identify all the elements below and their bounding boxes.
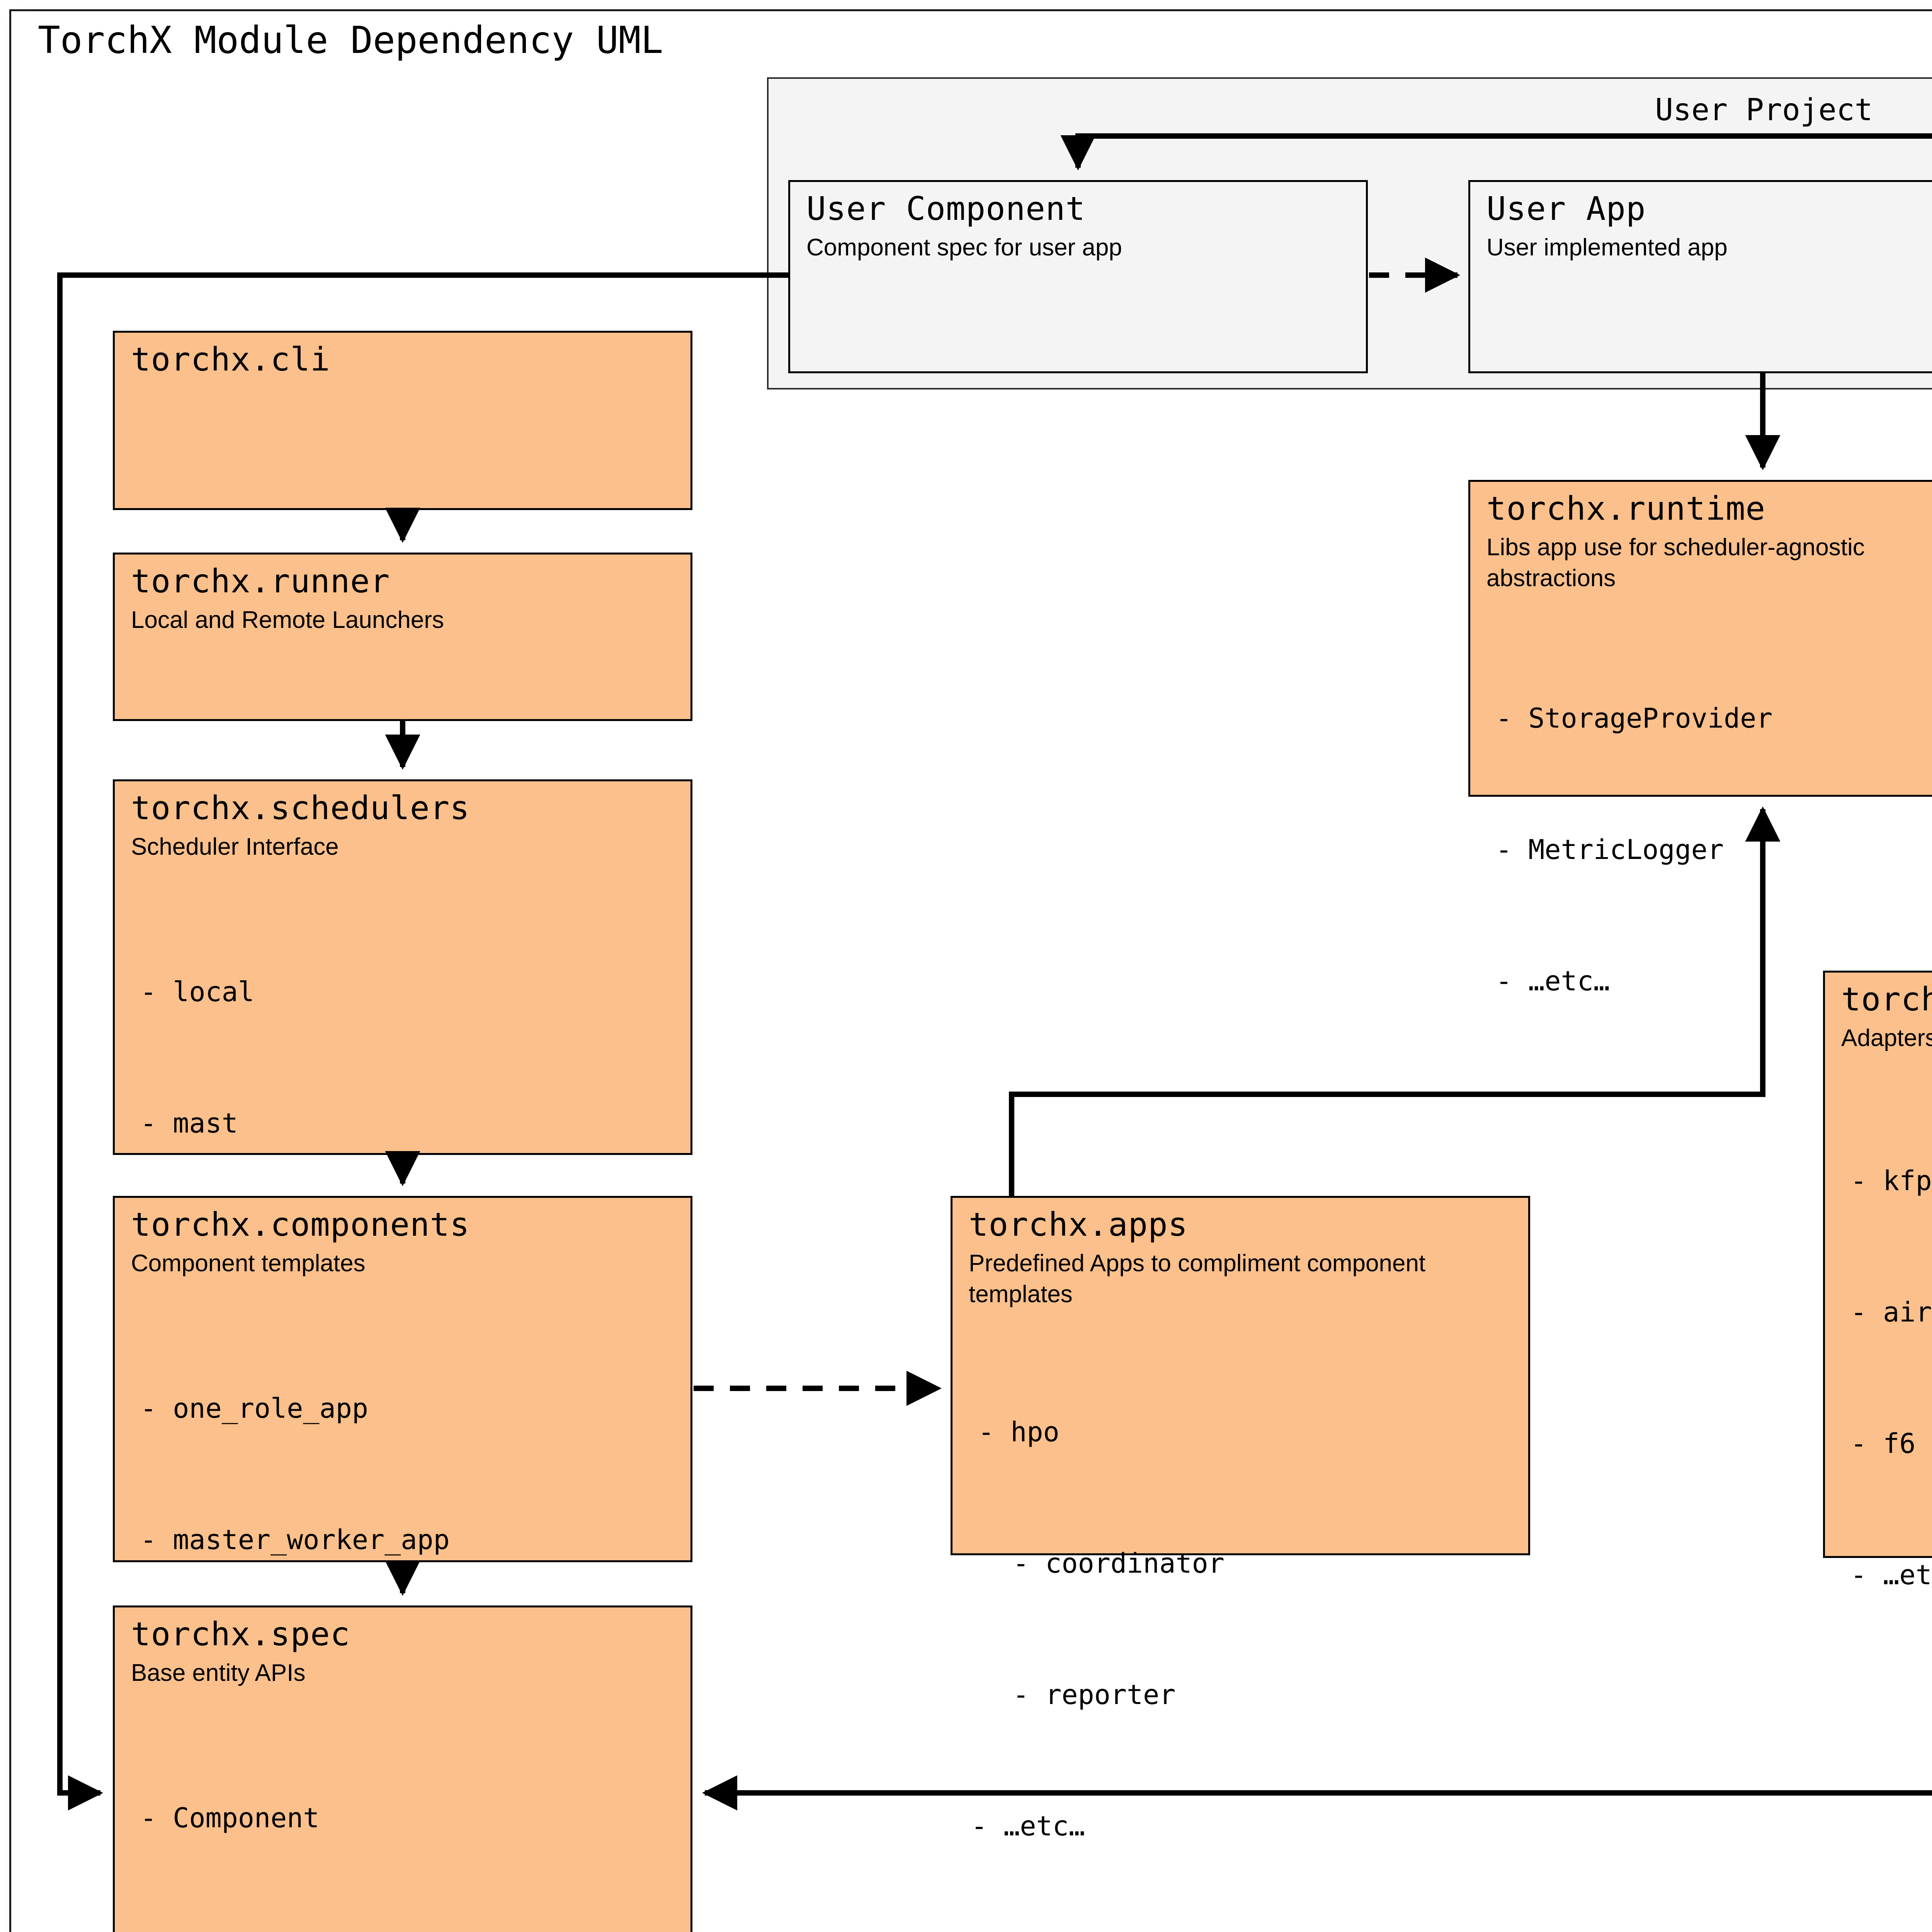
page-title: TorchX Module Dependency UML	[38, 19, 663, 62]
list-item: - master_worker_app	[140, 1524, 450, 1556]
node-user-component[interactable]: User Component Component spec for user a…	[788, 180, 1368, 373]
node-torchx-schedulers[interactable]: torchx.schedulers Scheduler Interface - …	[113, 779, 692, 1533]
list-item: - …etc…	[971, 1810, 1085, 1842]
list-item: - f6	[1850, 1427, 1916, 1459]
node-subtitle: Component spec for user app	[806, 234, 1122, 261]
list-item: - airflow	[1850, 1296, 1932, 1328]
node-item-list: - kfp - airflow - f6 - …etc…	[1841, 1071, 1932, 1685]
node-subtitle: Adapters to Pipeline Platforms	[1841, 1025, 1932, 1052]
node-torchx-runner[interactable]: torchx.runner Local and Remote Launchers	[113, 553, 692, 721]
node-title: torchx.runtime	[1486, 490, 1766, 527]
list-item: - kfp	[1850, 1165, 1932, 1197]
list-item: - …etc…	[1850, 1559, 1932, 1591]
list-item: - Container	[140, 1928, 680, 1932]
node-torchx-apps[interactable]: torchx.apps Predefined Apps to complimen…	[951, 1196, 1530, 1842]
node-title: torchx.schedulers	[131, 789, 470, 827]
node-torchx-pipelines[interactable]: torchx.pipelines Adapters to Pipeline Pl…	[1823, 971, 1932, 1591]
list-item: - mast	[140, 1107, 238, 1139]
node-user-app[interactable]: User App User implemented app	[1468, 180, 1932, 373]
node-title: torchx.pipelines	[1841, 980, 1932, 1018]
list-item: - one_role_app	[140, 1392, 369, 1424]
node-subtitle: User implemented app	[1486, 234, 1728, 261]
node-title: User App	[1486, 190, 1646, 228]
node-subtitle: Scheduler Interface	[131, 833, 339, 861]
list-item: - coordinator	[1013, 1548, 1225, 1580]
node-subtitle: Libs app use for scheduler-agnostic abst…	[1486, 534, 1865, 592]
node-title: torchx.runner	[131, 562, 390, 600]
list-item: - MetricLogger	[1496, 834, 1724, 866]
node-item-list: - hpo - coordinator - reporter - …etc…	[969, 1323, 1518, 1932]
user-project-title: User Project	[1655, 93, 1873, 128]
list-item: - StorageProvider	[1496, 702, 1773, 734]
list-item: - Component	[140, 1802, 320, 1834]
node-subtitle: Predefined Apps to compliment component …	[969, 1250, 1426, 1308]
list-item: - local	[140, 976, 255, 1008]
list-item: - reporter	[1013, 1679, 1176, 1711]
list-item: - hpo	[978, 1416, 1060, 1448]
node-subtitle: Component templates	[131, 1250, 366, 1277]
node-title: torchx.components	[131, 1206, 470, 1243]
node-title: torchx.spec	[131, 1615, 350, 1653]
node-subtitle: Local and Remote Launchers	[131, 607, 444, 634]
node-title: torchx.cli	[131, 340, 330, 378]
node-torchx-spec[interactable]: torchx.spec Base entity APIs - Component…	[113, 1605, 692, 1932]
node-torchx-runtime[interactable]: torchx.runtime Libs app use for schedule…	[1468, 480, 1932, 997]
node-torchx-cli[interactable]: torchx.cli	[113, 331, 692, 510]
node-subtitle: Base entity APIs	[131, 1660, 306, 1687]
node-item-list: - Component - Container - Image - …etc…	[131, 1709, 680, 1932]
node-title: User Component	[806, 190, 1086, 228]
node-torchx-components[interactable]: torchx.components Component templates - …	[113, 1196, 692, 1932]
node-title: torchx.apps	[969, 1206, 1188, 1243]
